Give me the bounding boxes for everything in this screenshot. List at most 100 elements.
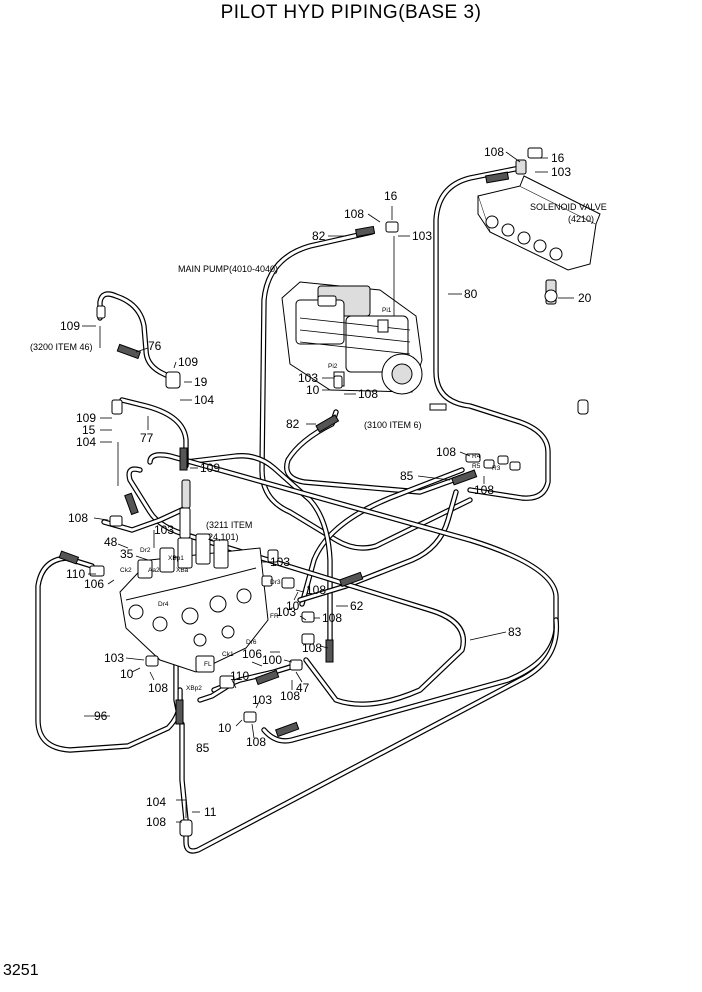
callout: 108 [146,815,166,829]
port-label: Dr4 [158,601,169,608]
pipe-85b-core [180,618,558,853]
callout: 109 [200,461,220,475]
callout: 47 [296,681,310,695]
pipe-valve-right-core [198,684,230,702]
callout: 85 [196,741,210,755]
solenoid-valve-label: SOLENOID VALVE [530,202,607,212]
callout: 110 [230,669,249,683]
port-labels: Pi1 Pi2 R4 R5 R3 Dr2 Ck2 Aa2 XBp1 XBa Dr… [120,307,501,692]
ref-3200-label: (3200 ITEM 46) [30,342,93,352]
callout: 108 [280,689,300,703]
callout: 82 [286,417,300,431]
port-label: Dr6 [246,639,257,646]
callout: 108 [148,681,168,695]
callout: 103 [270,555,290,569]
fittings [58,171,589,837]
callout: 103 [104,651,124,665]
pipe-62-core [298,490,458,602]
port-label: Pi1 [382,307,392,314]
callout: 108 [344,207,364,221]
pipe-77-core [120,398,188,468]
callout: 103 [298,371,318,385]
solenoid-valve-ref: (4210) [568,214,594,224]
callout: 82 [312,229,326,243]
callout: 109 [60,319,80,333]
main-pump-label: MAIN PUMP(4010-4040) [178,264,278,274]
callout: 104 [76,435,96,449]
callout: 10 [286,599,300,613]
callout: 96 [94,709,108,723]
pipe-76-core [98,292,170,378]
callout: 20 [578,291,592,305]
page-number: 3251 [3,962,39,979]
callout: 76 [148,339,162,353]
pipe-85a-core [300,468,464,606]
pipe-83a-core [127,467,465,706]
descriptive-labels: MAIN PUMP(4010-4040) SOLENOID VALVE (421… [30,202,607,542]
callout: 109 [178,355,198,369]
page-title: PILOT HYD PIPING(BASE 3) [220,2,482,23]
callout: 83 [508,625,522,639]
pipe-85b [179,617,560,854]
callout: 10 [306,383,320,397]
callout-numbers: 108 16 103 16 108 103 82 80 20 109 76 10… [60,145,592,829]
main-control-valve [119,479,269,673]
callout: 108 [436,445,456,459]
callout: 19 [194,375,208,389]
callout: 104 [194,393,214,407]
callout: 77 [140,431,154,445]
ref-3211-label-a: (3211 ITEM [206,520,252,530]
callout: 108 [246,735,266,749]
callout: 108 [358,387,378,401]
callout: 62 [350,599,364,613]
pipe-83b-core [148,453,558,743]
pipe-109-core [184,454,332,644]
pipe-80-core [434,166,550,500]
port-label: R4 [472,453,481,460]
pipe-82b-core [285,410,472,494]
callout: 103 [551,165,571,179]
leader-lines [82,151,574,823]
ref-3100-label: (3100 ITEM 6) [364,420,422,430]
callout: 80 [464,287,478,301]
port-label: Dr3 [270,579,281,586]
port-label: Dr2 [140,547,151,554]
callout: 104 [146,795,166,809]
pipe-routes [35,165,560,854]
port-label: XBa [176,567,189,574]
port-label: R3 [492,465,501,472]
port-label: XBp1 [168,555,184,562]
callout: 10 [218,721,232,735]
callout: 100 [262,653,282,667]
solenoid-valve-block [477,147,601,305]
port-label: Ck2 [120,567,132,574]
callout: 108 [306,583,326,597]
port-label: Pi2 [328,363,338,370]
callout: 16 [384,189,398,203]
port-label: Aa2 [148,567,160,574]
callout: 11 [204,805,217,819]
callout: 108 [484,145,504,159]
callout: 35 [120,547,134,561]
callout: 108 [474,483,494,497]
port-label: R5 [472,463,481,470]
callout: 16 [551,151,565,165]
port-label: FL [204,661,212,668]
callout: 106 [242,647,262,661]
callout: 108 [322,611,342,625]
callout: 108 [68,511,88,525]
port-label: FR [270,613,279,620]
port-label: Ck1 [222,651,234,658]
callout: 10 [120,667,134,681]
callout: 15 [82,423,96,437]
port-label: XBp2 [186,685,202,692]
callout: 48 [104,535,118,549]
ref-3211-label-b: 24,101) [208,532,239,542]
callout: 103 [154,523,174,537]
pipe-82a-core [260,230,472,550]
callout: 110 [66,567,85,581]
callout: 103 [252,693,272,707]
callout: 103 [412,229,432,243]
callout: 106 [84,577,104,591]
